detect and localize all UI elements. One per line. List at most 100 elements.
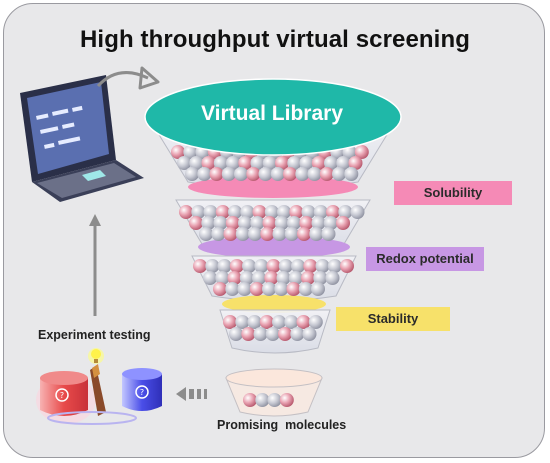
molecule-sphere [302, 327, 317, 341]
molecule-sphere [315, 259, 330, 273]
molecule-sphere [213, 156, 228, 170]
molecule-sphere [287, 156, 302, 170]
molecule-sphere [171, 145, 185, 159]
molecule-sphere [259, 315, 274, 329]
molecule-sphere [308, 315, 323, 329]
filter-stability: Stability [336, 307, 450, 331]
dashed-arrow-dash [197, 389, 201, 399]
molecule-sphere [289, 205, 304, 219]
molecule-sphere [327, 259, 342, 273]
molecule-sphere [319, 167, 334, 181]
molecule-sphere [284, 227, 299, 241]
up-arrow-head [89, 214, 101, 226]
molecule-sphere [203, 205, 218, 219]
molecule-sphere [252, 271, 266, 285]
molecule-sphere [241, 327, 256, 341]
molecule-sphere [301, 205, 316, 219]
molecule-sphere [283, 167, 297, 181]
molecule-sphere [298, 282, 313, 296]
molecule-sphere [250, 156, 265, 170]
molecule-sphere [286, 282, 301, 296]
molecule-sphere [215, 205, 230, 219]
molecule-sphere [254, 259, 269, 273]
molecule-sphere [264, 271, 279, 285]
molecule-sphere [228, 205, 242, 219]
molecule-sphere [225, 282, 240, 296]
molecule-sphere [193, 259, 207, 273]
molecule-sphere [238, 156, 253, 170]
molecule-sphere [260, 227, 275, 241]
molecule-sphere [258, 167, 273, 181]
molecule-sphere [348, 156, 363, 170]
molecule-sphere [323, 216, 338, 230]
molecule-sphere [262, 282, 276, 296]
molecule-sphere [288, 271, 303, 285]
molecule-sphere [279, 393, 294, 407]
molecule-sphere [223, 227, 238, 241]
molecule-sphere [291, 259, 305, 273]
molecule-sphere [336, 216, 350, 230]
molecule-sphere [325, 271, 340, 285]
promising-cup-rim [225, 368, 323, 388]
molecule-sphere [191, 205, 206, 219]
page-title: High throughput virtual screening [80, 26, 470, 53]
molecule-sphere [237, 282, 252, 296]
molecule-sphere [205, 259, 220, 273]
promising-molecules-caption: Promising molecules [217, 418, 347, 432]
molecule-sphere [274, 216, 289, 230]
experiment-testing-caption: Experiment testing [38, 328, 151, 342]
molecule-sphere [226, 156, 240, 170]
molecule-sphere [240, 205, 255, 219]
molecule-sphere [189, 216, 203, 230]
curved-arrow-head [138, 66, 160, 90]
molecule-sphere [235, 227, 250, 241]
molecule-sphere [229, 259, 244, 273]
dashed-arrow-head [176, 387, 186, 401]
lightbulb-icon [88, 348, 104, 364]
molecule-sphere [272, 315, 286, 329]
molecule-sphere [267, 393, 282, 407]
molecule-sphere [278, 259, 293, 273]
molecule-sphere [321, 227, 336, 241]
molecule-sphere [307, 167, 322, 181]
molecule-sphere [296, 315, 311, 329]
molecule-sphere [211, 227, 226, 241]
molecule-sphere [309, 227, 324, 241]
filter-solubility: Solubility [394, 181, 512, 205]
molecule-sphere [209, 167, 224, 181]
molecule-sphere [278, 327, 292, 341]
molecule-sphere [344, 167, 359, 181]
molecule-sphere [264, 205, 279, 219]
dashed-arrow-dash [204, 389, 207, 399]
molecule-sphere [354, 145, 369, 159]
molecule-sphere [266, 259, 281, 273]
molecule-sphere [203, 271, 217, 285]
molecule-sphere [262, 216, 277, 230]
virtual-library-ellipse [144, 78, 402, 156]
molecule-sphere [336, 156, 351, 170]
molecule-sphere [225, 216, 240, 230]
molecule-sphere [272, 227, 287, 241]
molecule-sphere [350, 205, 365, 219]
molecule-sphere [246, 167, 261, 181]
molecule-sphere [221, 167, 236, 181]
molecule-sphere [201, 216, 216, 230]
molecule-sphere [235, 315, 250, 329]
molecule-sphere [215, 271, 230, 285]
molecule-sphere [199, 227, 213, 241]
molecule-sphere [201, 156, 216, 170]
molecule-sphere [239, 271, 254, 285]
molecule-sphere [338, 205, 353, 219]
redox-band [198, 236, 350, 258]
molecule-sphere [324, 156, 338, 170]
molecule-sphere [299, 216, 314, 230]
molecule-sphere [303, 259, 318, 273]
molecule-sphere [189, 156, 204, 170]
molecule-sphere [242, 259, 256, 273]
molecule-sphere [311, 216, 326, 230]
molecule-sphere [313, 271, 328, 285]
svg-text:?: ? [140, 388, 144, 397]
curved-arrow [96, 71, 149, 88]
molecule-sphere [275, 156, 289, 170]
